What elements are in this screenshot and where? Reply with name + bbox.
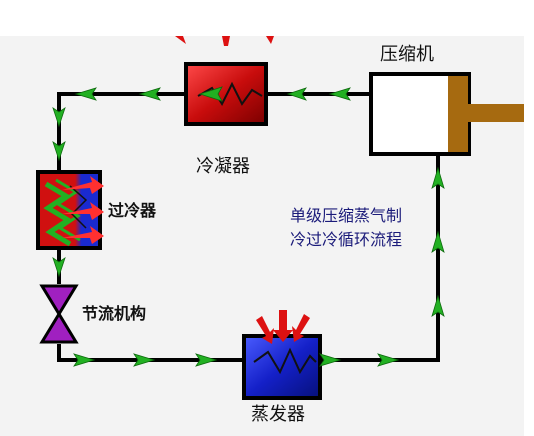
evaporator-label: 蒸发器: [251, 404, 305, 425]
heat-absorb-arrows: [256, 310, 310, 344]
compressor: [369, 72, 524, 156]
heat-release-marks: [175, 36, 274, 46]
pipe-loop: [57, 92, 440, 362]
throttle-valve: [39, 284, 79, 344]
compressor-label: 压缩机: [380, 44, 434, 65]
condenser: [184, 62, 268, 126]
subcooler: [36, 170, 104, 250]
condenser-label: 冷凝器: [196, 156, 250, 177]
flow-arrows: [52, 86, 445, 367]
diagram-title: 单级压缩蒸气制 冷过冷循环流程: [290, 204, 402, 252]
right-edge-strip: [524, 36, 534, 436]
title-line-1: 单级压缩蒸气制: [290, 206, 403, 225]
top-band: [0, 0, 534, 36]
evaporator: [242, 334, 322, 400]
title-line-2: 冷过冷循环流程: [290, 230, 403, 249]
subcooler-label: 过冷器: [108, 201, 157, 220]
throttle-valve-label: 节流机构: [82, 304, 147, 323]
